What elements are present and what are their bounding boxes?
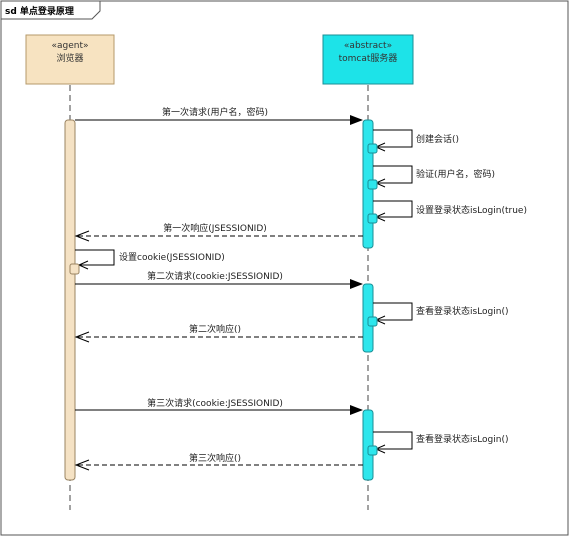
- message-label: 第三次请求(cookie:JSESSIONID): [147, 397, 283, 409]
- message-label: 第二次请求(cookie:JSESSIONID): [147, 270, 283, 282]
- reply-third-response[interactable]: 第三次响应(): [74, 452, 363, 471]
- message-label: 设置cookie(JSESSIONID): [119, 252, 225, 263]
- message-label: 查看登录状态isLogin(): [416, 305, 509, 317]
- browser-stereotype: «agent»: [51, 41, 88, 51]
- browser-lifeline-head[interactable]: «agent» 浏览器: [25, 34, 115, 85]
- frame-tab: [0, 0, 101, 20]
- message-label: 创建会话(): [416, 133, 459, 145]
- message-label: 第二次响应(): [189, 323, 241, 335]
- self-message-check-login-3[interactable]: 查看登录状态isLogin(): [367, 431, 509, 456]
- self-message-check-login-2[interactable]: 查看登录状态isLogin(): [367, 302, 509, 327]
- message-second-request[interactable]: 第二次请求(cookie:JSESSIONID): [75, 270, 363, 289]
- self-message-create-session[interactable]: 创建会话(): [367, 129, 459, 154]
- browser-activation-bar: [64, 119, 76, 481]
- message-label: 查看登录状态isLogin(): [416, 433, 509, 445]
- server-activation-bar-3: [362, 409, 374, 481]
- self-message-set-login-true[interactable]: 设置登录状态isLogin(true): [367, 200, 527, 224]
- reply-second-response[interactable]: 第二次响应(): [74, 323, 363, 343]
- self-message-verify[interactable]: 验证(用户名，密码): [367, 165, 495, 190]
- message-label: 第一次请求(用户名，密码): [162, 106, 268, 118]
- message-label: 第三次响应(): [189, 452, 241, 464]
- message-label: 设置登录状态isLogin(true): [416, 204, 527, 216]
- server-stereotype: «abstract»: [344, 41, 392, 51]
- self-message-set-cookie[interactable]: 设置cookie(JSESSIONID): [69, 249, 225, 275]
- browser-name: 浏览器: [56, 52, 83, 64]
- message-third-request[interactable]: 第三次请求(cookie:JSESSIONID): [75, 397, 363, 415]
- message-first-request[interactable]: 第一次请求(用户名，密码): [75, 106, 363, 125]
- frame-title: sd 单点登录原理: [5, 5, 74, 17]
- server-name: tomcat服务器: [339, 52, 398, 64]
- message-label: 第一次响应(JSESSIONID): [163, 222, 267, 234]
- server-lifeline-head[interactable]: «abstract» tomcat服务器: [322, 34, 414, 85]
- message-label: 验证(用户名，密码): [416, 168, 495, 180]
- reply-first-response[interactable]: 第一次响应(JSESSIONID): [74, 222, 363, 242]
